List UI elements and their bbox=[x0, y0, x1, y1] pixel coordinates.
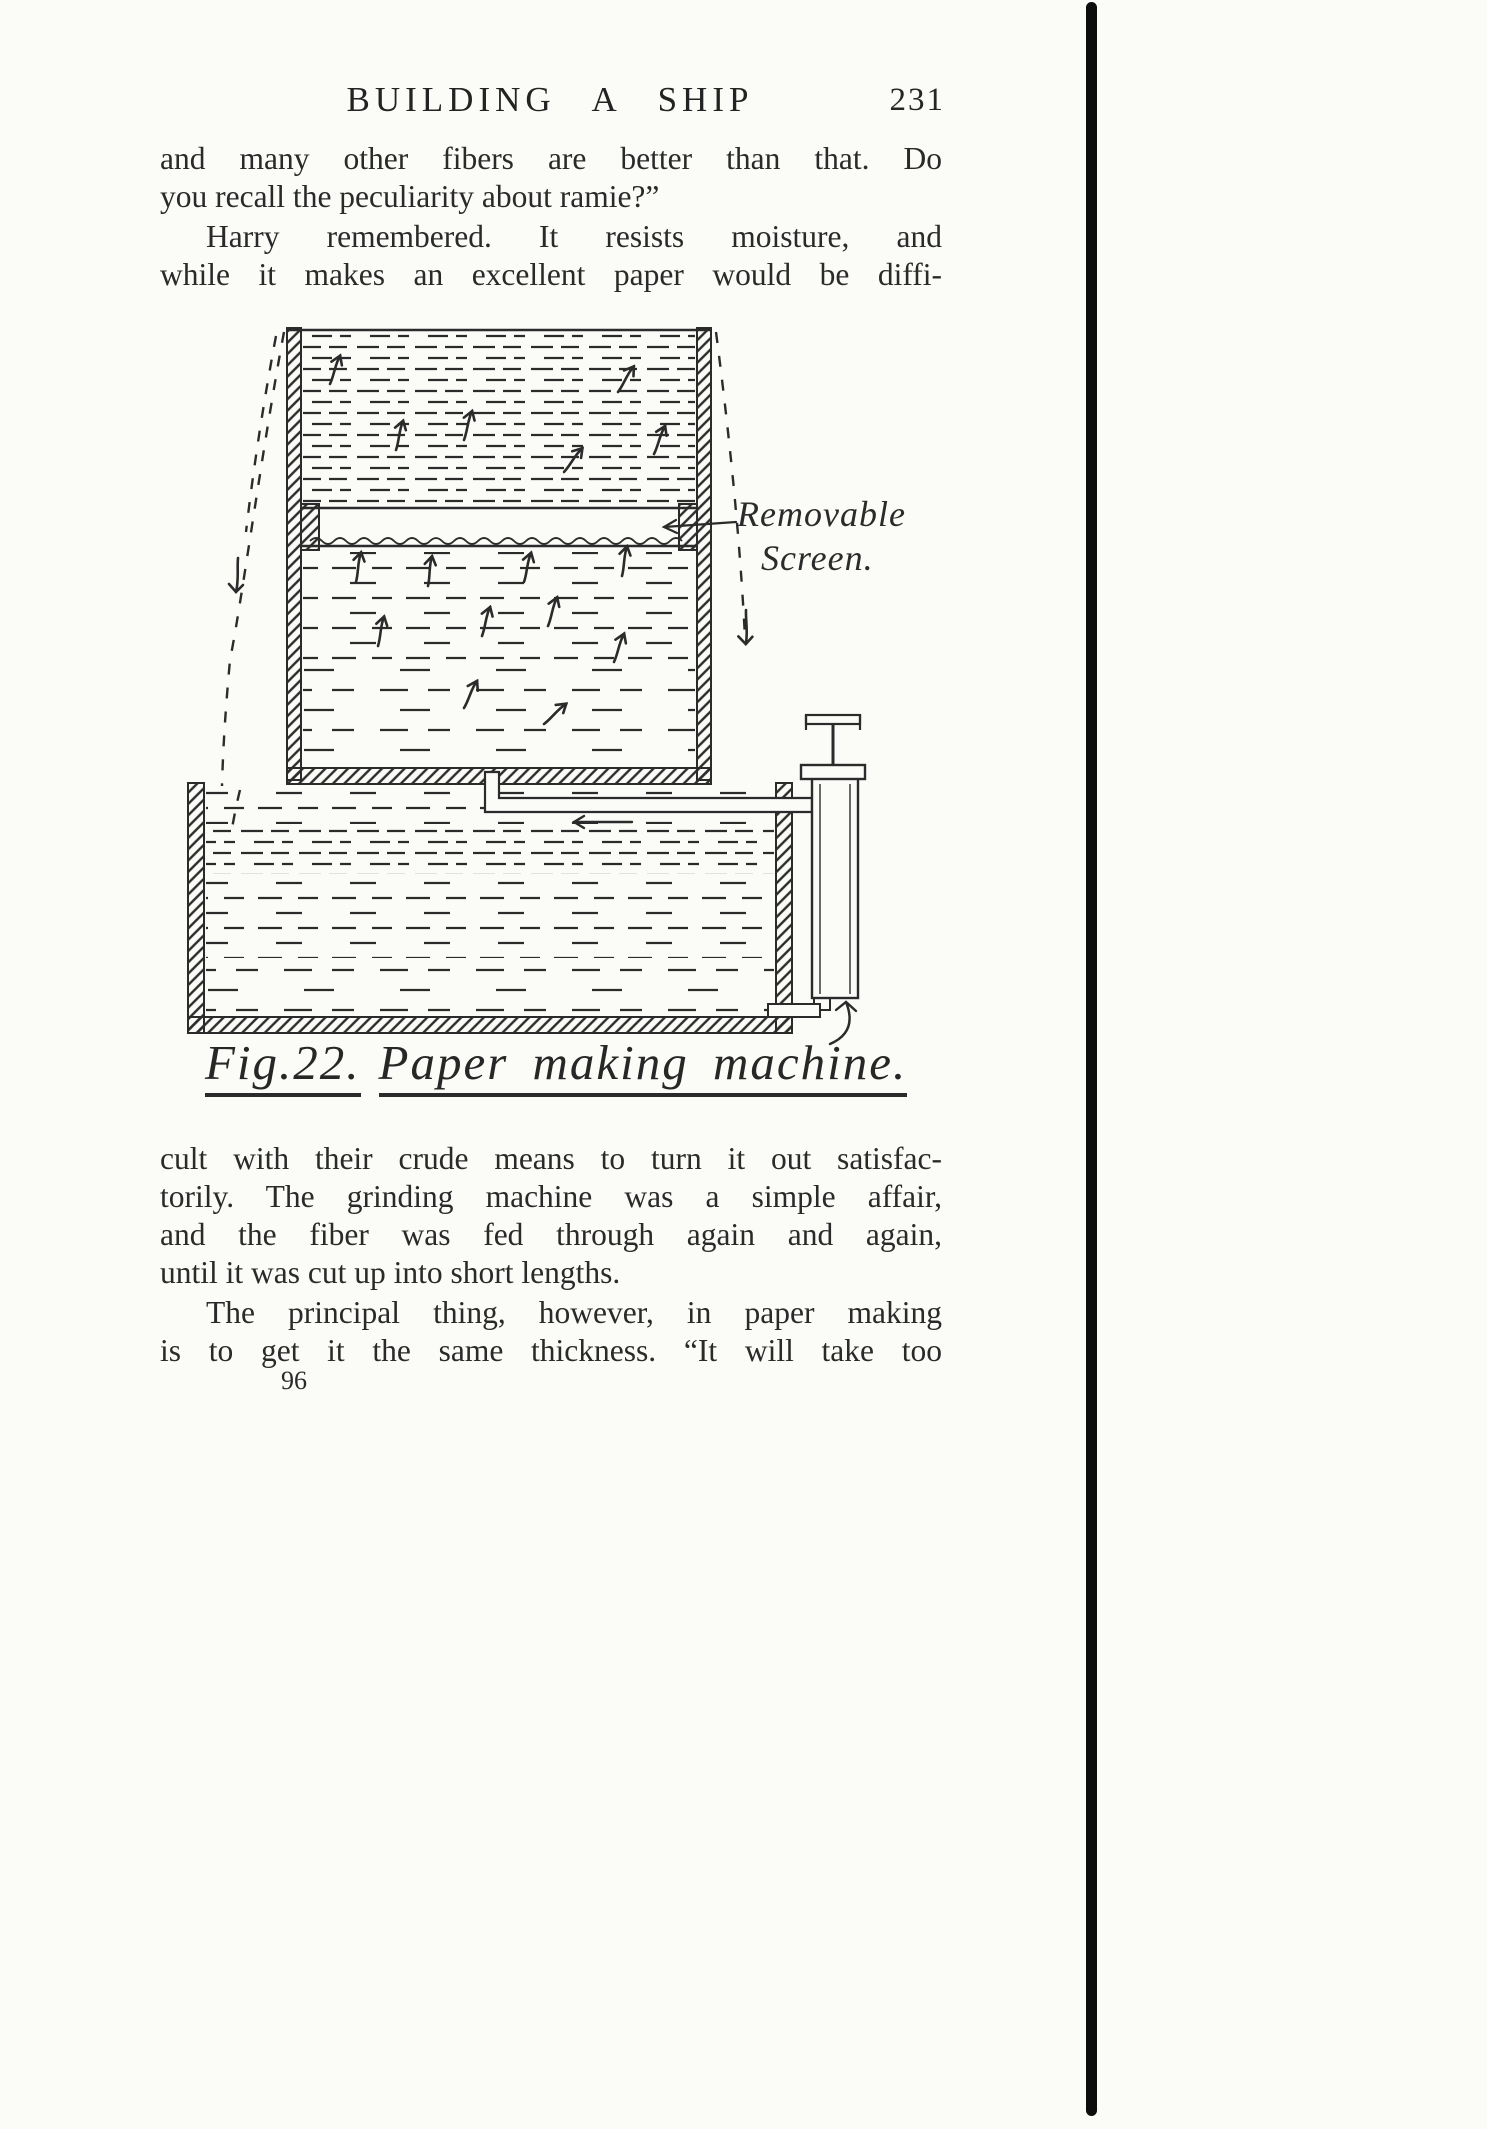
text-line: until it was cut up into short lengths. bbox=[160, 1255, 621, 1290]
page-number: 231 bbox=[889, 82, 945, 118]
removable-screen bbox=[300, 503, 698, 551]
paragraph-4: The principal thing, however, in paper m… bbox=[160, 1294, 942, 1370]
flow-direction-arrow bbox=[571, 814, 634, 830]
screen-pointer-arrow bbox=[661, 518, 738, 535]
page-header-title: BUILDING A SHIP bbox=[346, 80, 754, 119]
removable-screen-label-line1: Removable bbox=[737, 494, 906, 534]
paragraph-3: cult with their crude means to turn it o… bbox=[160, 1140, 942, 1292]
text-line: you recall the peculiarity about ramie?” bbox=[160, 179, 660, 214]
pump bbox=[767, 713, 867, 1046]
text-line: and many other fibers are better than th… bbox=[160, 141, 942, 176]
removable-screen-label: Removable Screen. bbox=[737, 492, 906, 580]
figure-caption-number: Fig.22. bbox=[205, 1035, 361, 1097]
removable-screen-label-line2: Screen. bbox=[761, 538, 874, 578]
paragraph-2: Harry remembered. It resists moisture, a… bbox=[160, 218, 942, 294]
paragraph-1: and many other fibers are better than th… bbox=[160, 140, 942, 216]
return-flow-arrow bbox=[828, 1000, 858, 1046]
overflow-dashes bbox=[220, 331, 747, 829]
text-line: and the fiber was fed through again and … bbox=[160, 1217, 942, 1252]
text-line: Harry remembered. It resists moisture, a… bbox=[206, 219, 942, 254]
text-line: torily. The grinding machine was a simpl… bbox=[160, 1179, 942, 1214]
binding-edge-line bbox=[1086, 2, 1097, 2116]
tank-walls bbox=[187, 327, 793, 1034]
text-line: The principal thing, however, in paper m… bbox=[206, 1295, 942, 1330]
signature-mark: 96 bbox=[281, 1366, 307, 1395]
figure-paper-making-machine bbox=[187, 327, 867, 1046]
text-line: cult with their crude means to turn it o… bbox=[160, 1141, 942, 1176]
figure-caption: Fig.22. Paper making machine. bbox=[205, 1034, 908, 1097]
text-line: while it makes an excellent paper would … bbox=[160, 257, 942, 292]
figure-caption-title: Paper making machine. bbox=[378, 1035, 908, 1097]
text-line: is to get it the same thickness. “It wil… bbox=[160, 1333, 942, 1368]
